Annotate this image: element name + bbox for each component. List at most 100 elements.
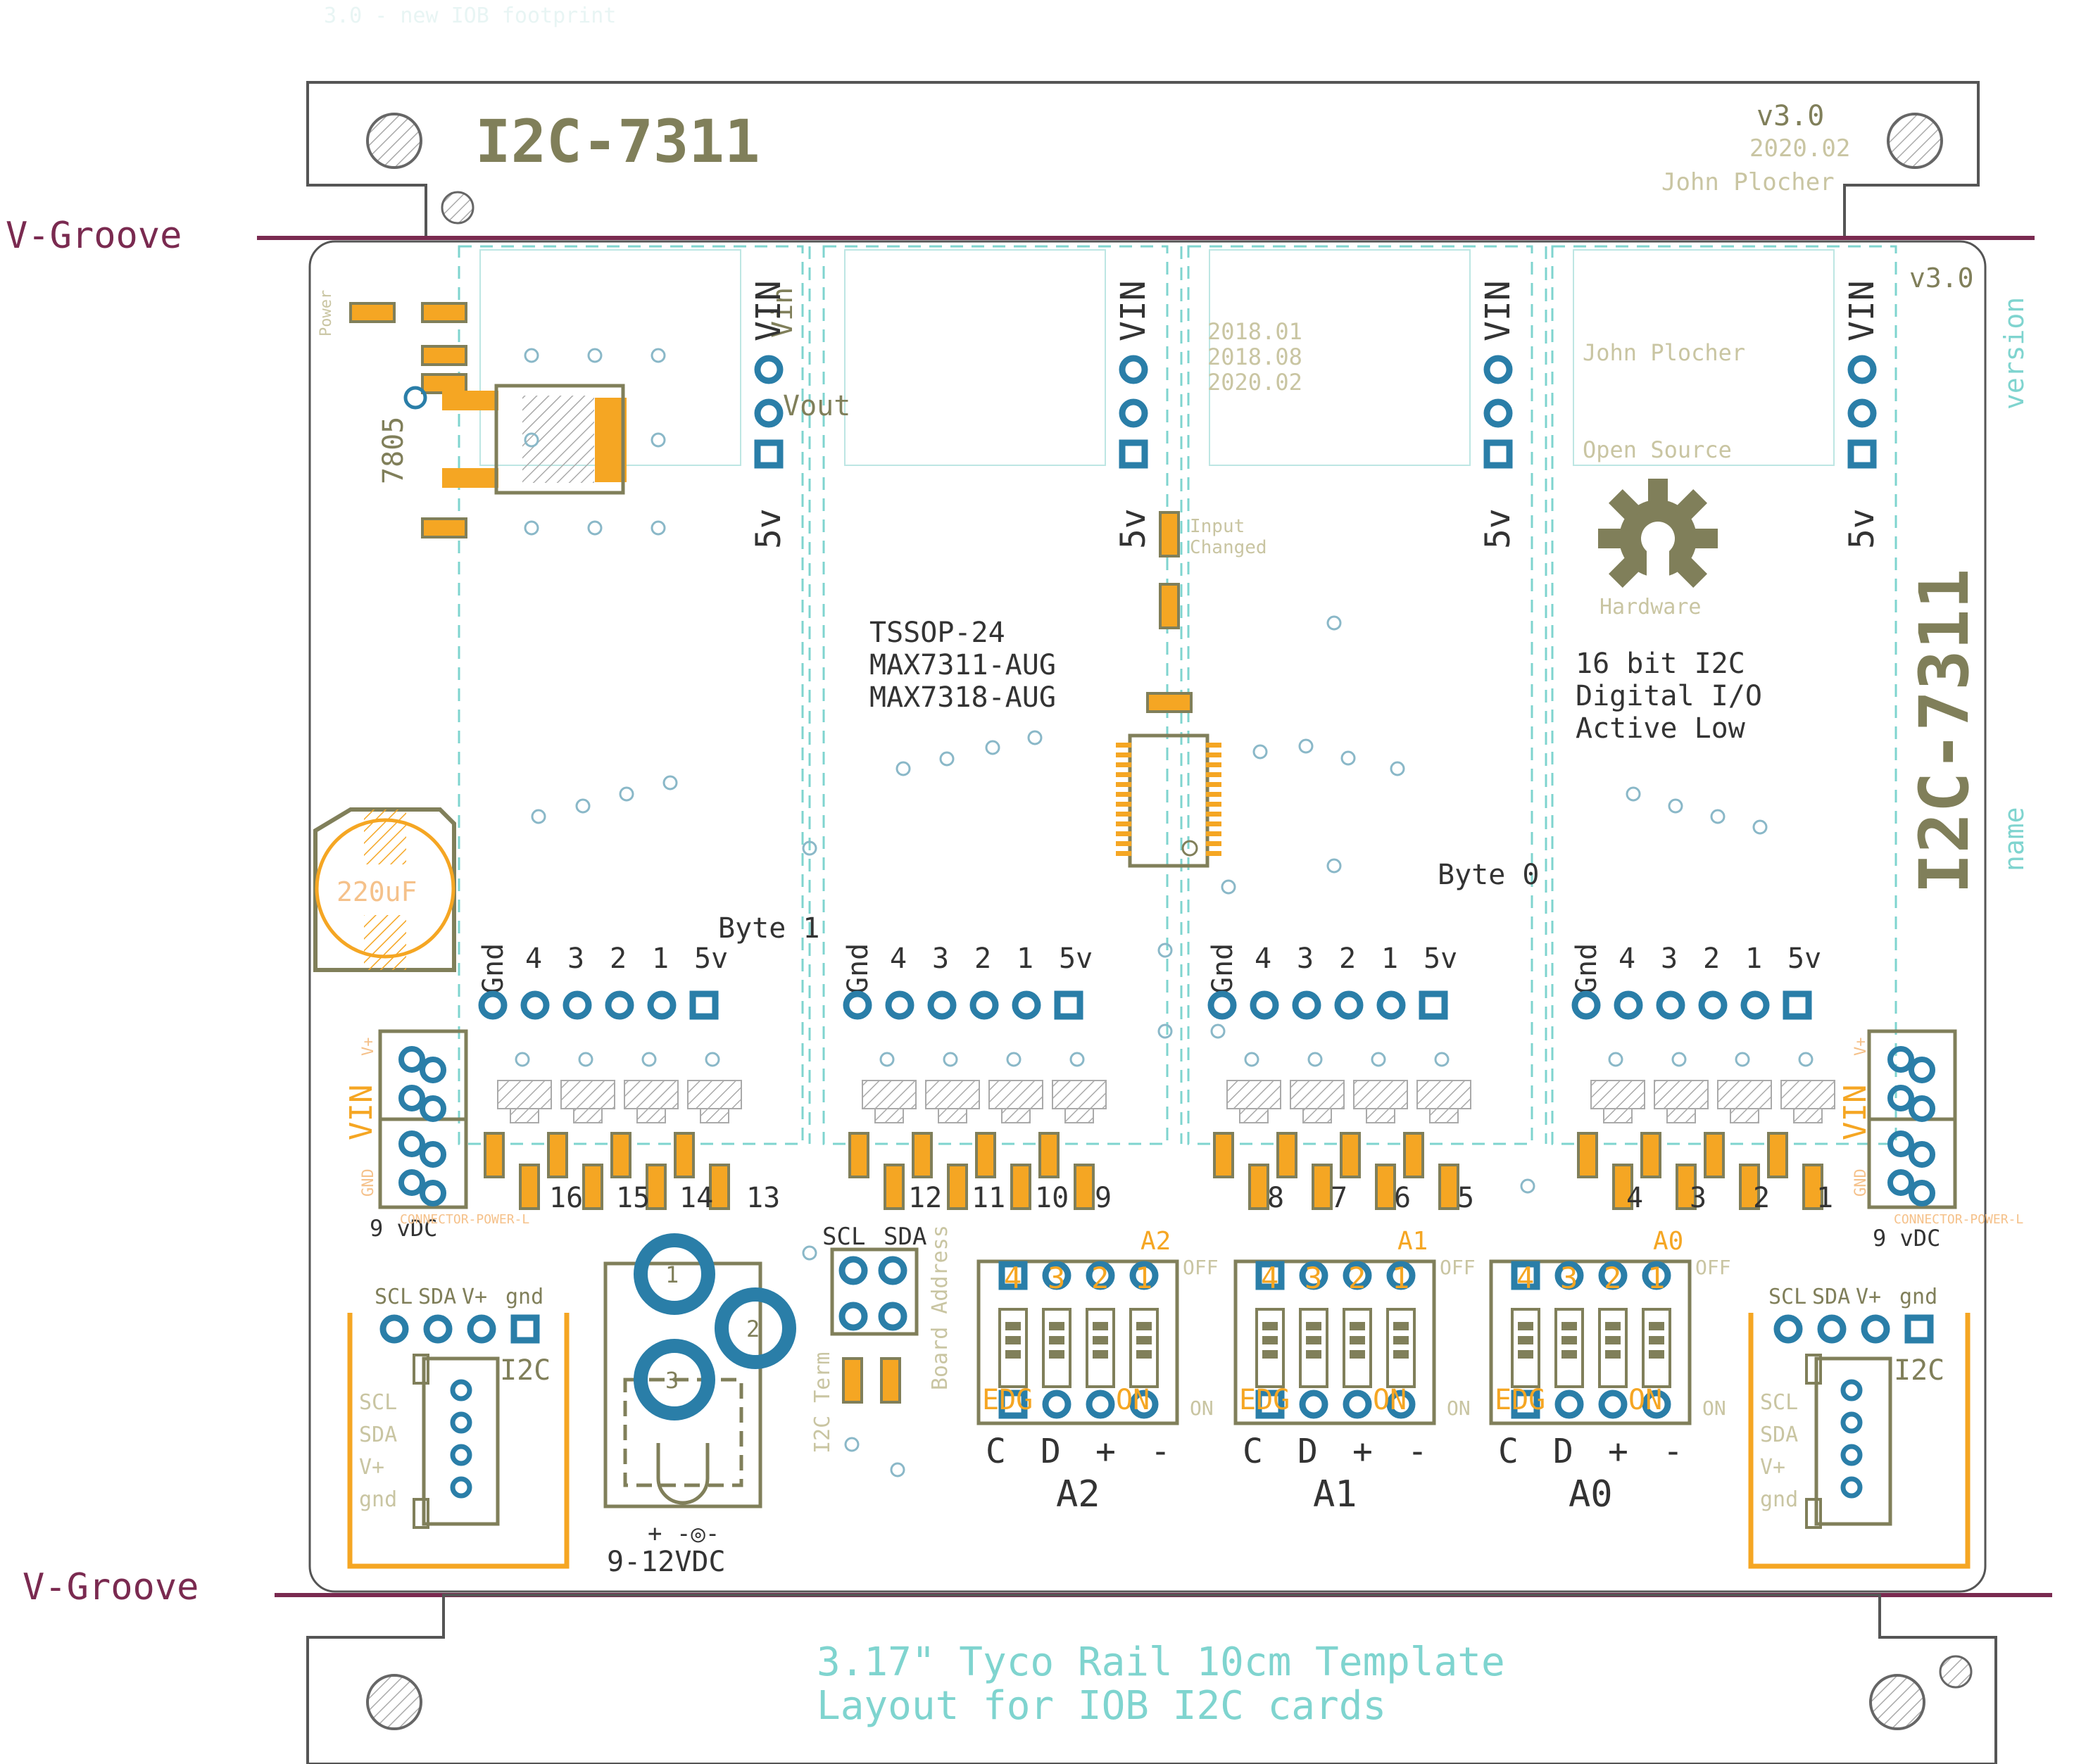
via — [939, 751, 955, 767]
via — [1798, 1052, 1814, 1067]
io-expander-chip — [1116, 733, 1221, 868]
header-label: 4 — [890, 943, 907, 975]
relay-outlines — [479, 249, 1835, 466]
header-label: 5v — [1059, 943, 1093, 975]
header-label: 2 — [1339, 943, 1356, 975]
via — [1390, 761, 1405, 776]
header-label: 4 — [525, 943, 542, 975]
name-label: name — [1999, 807, 2030, 871]
pin-number: 6 — [1394, 1182, 1411, 1214]
i2c-header-pad — [379, 1314, 409, 1344]
header-pad — [1614, 990, 1643, 1020]
dip-pad-bottom — [1129, 1390, 1159, 1419]
p-fet — [484, 1080, 552, 1210]
sda-label: SDA — [884, 1223, 926, 1251]
v-groove-top-label: V-Groove — [6, 215, 182, 257]
header-label: 3 — [1297, 943, 1314, 975]
input-changed-resistor — [1159, 583, 1180, 629]
via — [619, 786, 634, 802]
i2c-side-label: V+ — [359, 1455, 384, 1480]
power-right-gnd: GND — [1852, 1168, 1870, 1197]
header-pad — [1656, 990, 1685, 1020]
input-changed-line2: Changed — [1190, 537, 1267, 558]
vin-in-label: Vin — [767, 287, 799, 338]
dip-pad-bottom — [1642, 1390, 1671, 1419]
mounting-hole-top-left — [366, 113, 422, 169]
i2c-right-label: I2C — [1894, 1354, 1944, 1387]
via — [1157, 943, 1173, 958]
pin-number: 8 — [1267, 1182, 1284, 1214]
dip-label-orange: A1 — [1397, 1227, 1428, 1256]
power-pin — [398, 1046, 425, 1073]
header-label: 1 — [1017, 943, 1033, 975]
dip-number: 4 — [1516, 1261, 1534, 1295]
via — [1244, 1052, 1259, 1067]
pin-number: 5 — [1457, 1182, 1474, 1214]
vout-pad — [1483, 398, 1513, 428]
dip-off-label: OFF — [1695, 1256, 1731, 1279]
pin-number: 10 — [1035, 1182, 1069, 1214]
via — [1157, 1023, 1173, 1039]
dip-number: 1 — [1647, 1261, 1665, 1295]
via — [1668, 798, 1683, 814]
header-label: 1 — [1381, 943, 1398, 975]
fiducial-top — [441, 191, 474, 225]
header-pad — [1376, 990, 1406, 1020]
p-fet — [975, 1080, 1043, 1210]
header-label: 3 — [932, 943, 949, 975]
header-pad — [478, 990, 508, 1020]
dip-edg-label: EDG — [1495, 1384, 1545, 1416]
dip-pad-top — [1554, 1261, 1584, 1290]
pin-number: 4 — [1626, 1182, 1643, 1214]
via — [1027, 730, 1043, 745]
dip-pad-top — [1042, 1261, 1071, 1290]
via — [705, 1052, 720, 1067]
i2c-side-pad — [1840, 1476, 1863, 1499]
i2c-header-pad — [423, 1314, 453, 1344]
pin-number: 1 — [1816, 1182, 1833, 1214]
dip-switch[interactable] — [1233, 1259, 1436, 1425]
via — [1626, 786, 1641, 802]
hardware-label: Hardware — [1600, 595, 1702, 619]
i2c-side-pad — [1840, 1411, 1863, 1434]
five-v-label: 5v — [1842, 508, 1882, 549]
power-pin — [1887, 1169, 1914, 1196]
dip-pad-top — [1086, 1261, 1115, 1290]
dip-on-label: ON — [1447, 1397, 1471, 1420]
dip-switch[interactable] — [976, 1259, 1179, 1425]
cap-c2 — [421, 373, 467, 394]
dip-number: 2 — [1091, 1261, 1109, 1295]
via — [1671, 1052, 1687, 1067]
dip-address-label: A1 — [1313, 1473, 1357, 1516]
p-fet — [1767, 1080, 1835, 1210]
via — [985, 740, 1000, 755]
power-pin — [1909, 1141, 1935, 1168]
power-right-vin: VIN — [1837, 1085, 1873, 1140]
via — [890, 1462, 905, 1478]
svg-text:1: 1 — [665, 1261, 679, 1288]
header-pad — [885, 990, 915, 1020]
i2c-side-label: SDA — [359, 1423, 397, 1447]
header-pad — [1419, 990, 1448, 1020]
p-fet — [1577, 1080, 1645, 1210]
dip-switch[interactable] — [1489, 1259, 1692, 1425]
dip-number: 1 — [1392, 1261, 1409, 1295]
dip-cd-label: + — [1608, 1432, 1628, 1471]
power-right-connector-name: CONNECTOR-POWER-L — [1894, 1212, 2023, 1227]
board-address-label: Board Address — [928, 1225, 953, 1390]
header-label-gnd: Gnd — [842, 943, 874, 994]
i2c-side-label: SDA — [1760, 1423, 1798, 1447]
barrel-jack: 1 2 3 — [603, 1233, 796, 1508]
board-outline — [308, 240, 1987, 1593]
vin-label: VIN — [1114, 280, 1153, 341]
power-pin — [420, 1095, 446, 1122]
dip-pad-top — [1343, 1261, 1372, 1290]
via — [895, 761, 911, 776]
via — [1735, 1052, 1750, 1067]
tab-author: John Plocher — [1661, 168, 1835, 196]
header-label-gnd: Gnd — [1571, 943, 1603, 994]
dip-number: 4 — [1004, 1261, 1022, 1295]
p-fet — [912, 1080, 980, 1210]
via — [641, 1052, 657, 1067]
header-label-gnd: Gnd — [1207, 943, 1239, 994]
